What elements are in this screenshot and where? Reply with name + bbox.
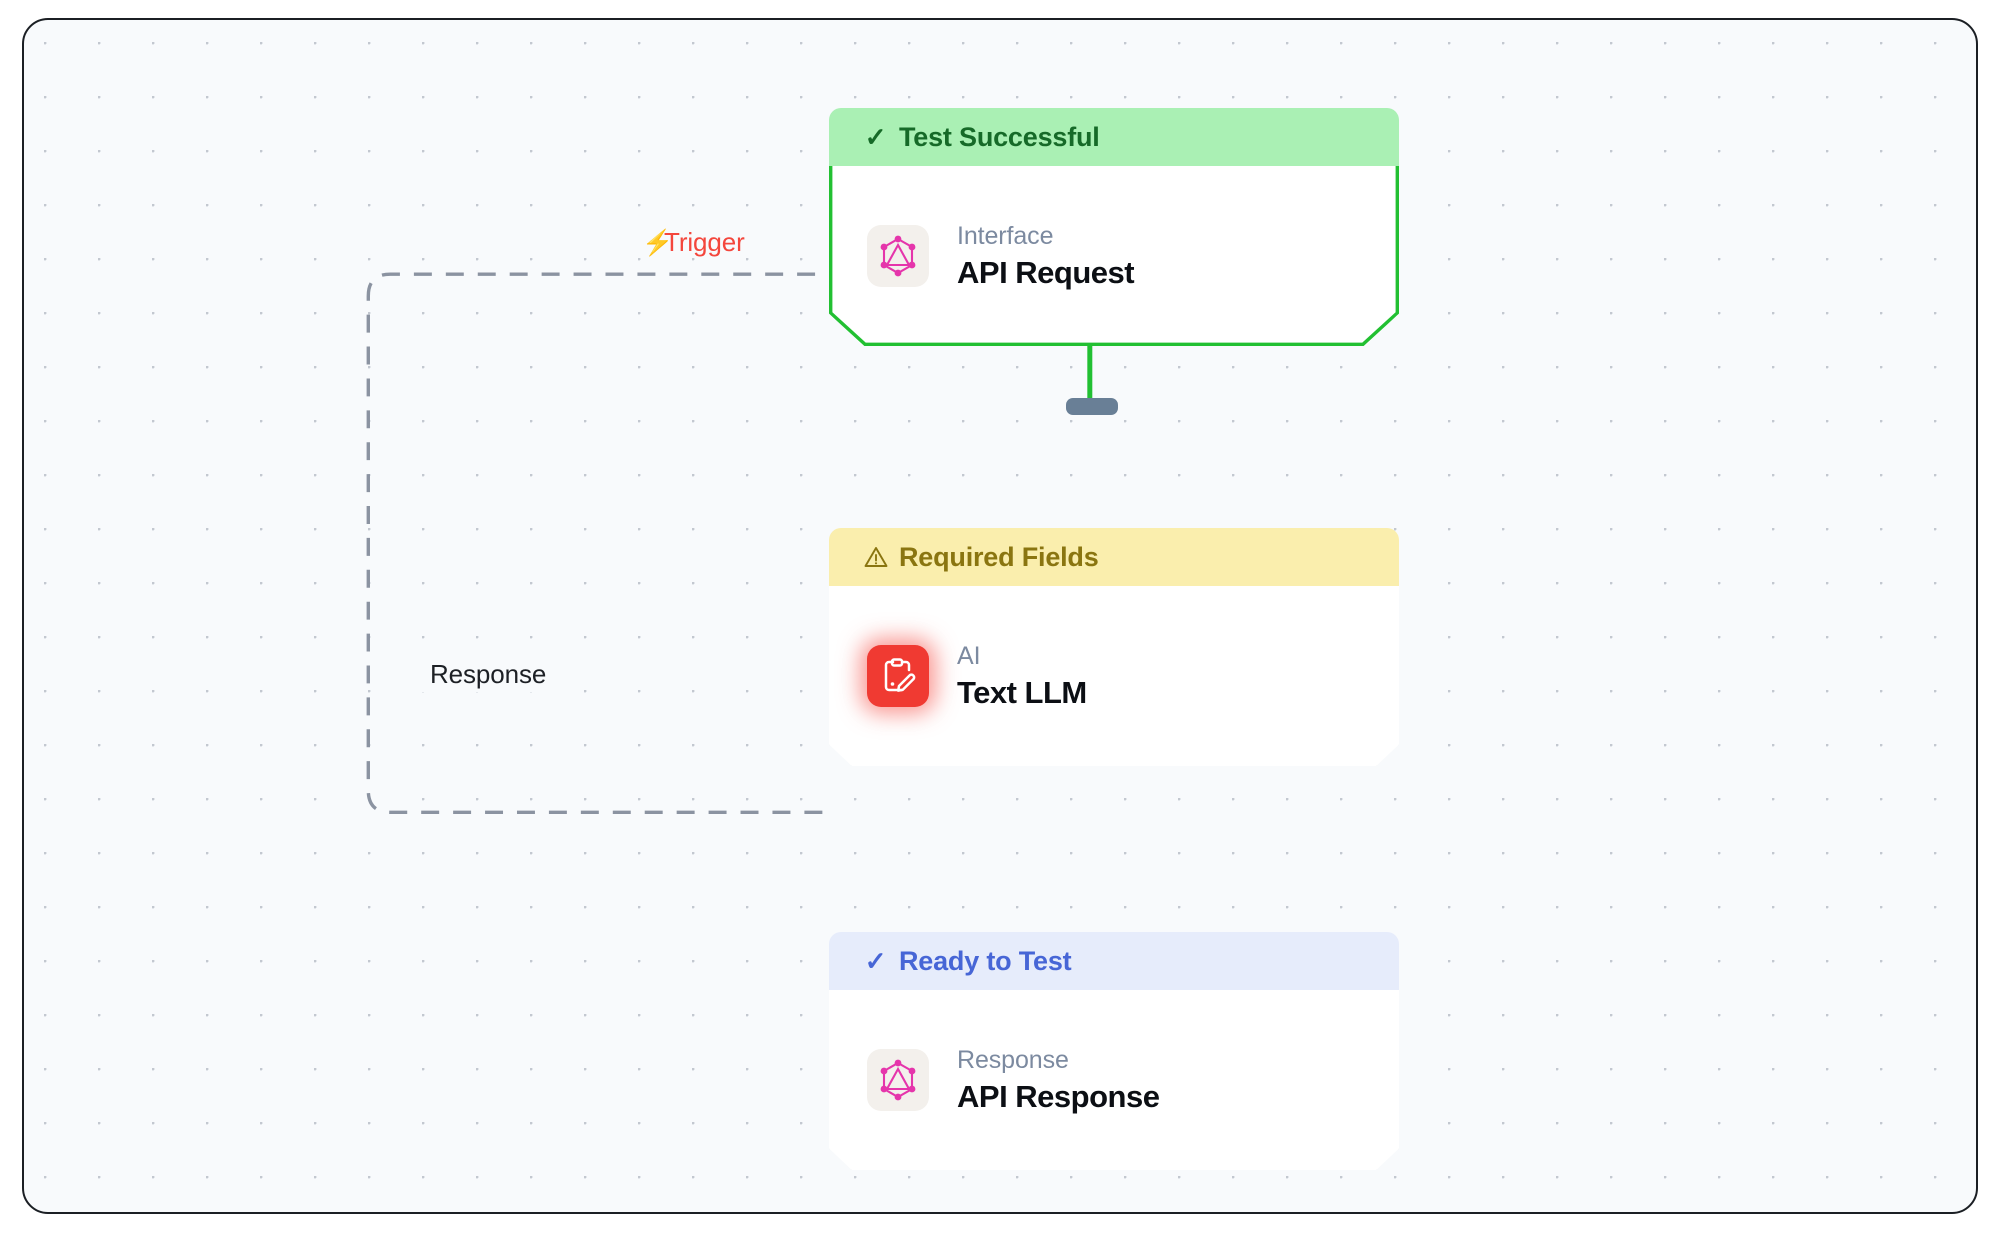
graphql-icon bbox=[867, 1049, 929, 1111]
lightning-bolt-icon: ⚡ bbox=[642, 228, 674, 257]
status-label: Required Fields bbox=[899, 541, 1099, 572]
status-label: Test Successful bbox=[899, 121, 1100, 152]
check-icon: ✓ bbox=[864, 122, 887, 152]
node-title: API Request bbox=[957, 254, 1135, 290]
warning-triangle-icon bbox=[863, 545, 888, 570]
clipboard-pencil-icon bbox=[867, 645, 929, 707]
node-meta: AI Text LLM bbox=[957, 642, 1087, 711]
status-badge-required-fields: Required Fields bbox=[829, 528, 1399, 586]
status-label: Ready to Test bbox=[899, 945, 1072, 976]
node-category: Interface bbox=[957, 221, 1054, 250]
graphql-icon bbox=[867, 225, 929, 287]
edge-label-trigger[interactable]: ⚡ Trigger bbox=[642, 227, 745, 258]
edge-label-trigger-text: Trigger bbox=[664, 227, 745, 257]
node-category: Response bbox=[957, 1045, 1069, 1074]
node-text-llm[interactable]: Required Fields AI bbox=[829, 528, 1399, 766]
node-api-request[interactable]: ✓ Test Successful bbox=[829, 108, 1399, 346]
node-title: API Response bbox=[957, 1078, 1160, 1114]
node-title: Text LLM bbox=[957, 674, 1087, 710]
node-category: AI bbox=[957, 641, 981, 670]
node-meta: Interface API Request bbox=[957, 221, 1135, 291]
edge-trigger-path bbox=[366, 272, 823, 815]
node-meta: Response API Response bbox=[957, 1045, 1160, 1115]
node-body[interactable]: AI Text LLM bbox=[829, 586, 1399, 766]
handle-llm-in[interactable] bbox=[1066, 398, 1118, 415]
node-body[interactable]: Interface API Request bbox=[829, 166, 1399, 346]
node-body[interactable]: Response API Response bbox=[829, 990, 1399, 1170]
edge-label-response-text: Response bbox=[430, 659, 547, 689]
node-api-response[interactable]: ✓ Ready to Test bbox=[829, 932, 1399, 1170]
check-icon: ✓ bbox=[864, 946, 887, 976]
status-badge-ready-to-test: ✓ Ready to Test bbox=[829, 932, 1399, 990]
flow-canvas[interactable]: ⚡ Trigger Response ✓ Test Successful bbox=[22, 18, 1978, 1214]
status-badge-test-successful: ✓ Test Successful bbox=[829, 108, 1399, 166]
edge-label-response[interactable]: Response bbox=[421, 657, 556, 692]
